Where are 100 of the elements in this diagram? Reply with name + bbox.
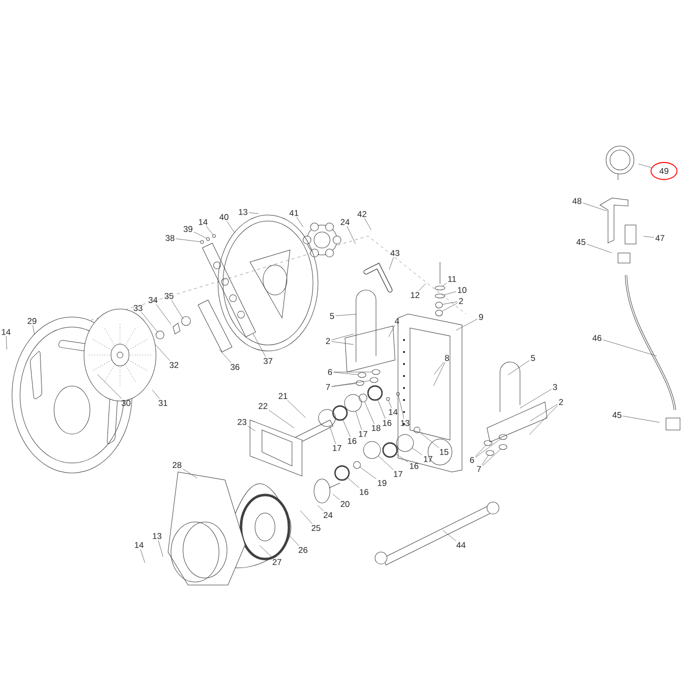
callout-number: 45 [612,412,622,418]
callout-number: 34 [148,297,158,303]
callout-number: 5 [531,355,536,361]
leader-line [158,540,164,557]
leader-line [444,291,456,295]
bolt [206,237,210,241]
leader-line [141,312,158,332]
callout-number: 14 [134,542,144,548]
callout-number: 13 [400,420,410,426]
callout-number: 17 [424,456,432,462]
circled-callout-number: 49 [650,162,678,180]
leader-line [388,400,392,408]
wheel [218,214,318,352]
callout-number: 28 [172,462,182,468]
leader-line [226,221,234,233]
callout-number: 43 [390,250,400,256]
washer [356,380,364,386]
leader-line [206,226,214,235]
bearing [334,465,350,481]
leader-line [475,438,500,458]
nut [435,310,443,316]
callout-number: 24 [340,219,350,225]
leader-line [287,400,306,418]
callout-number: 42 [357,211,366,217]
leader-line [364,218,372,230]
leader-line [442,282,447,286]
callout-number: 39 [184,226,192,232]
callout-number: 7 [326,384,330,390]
callout-number: 13 [152,533,162,539]
snap-ring [344,394,362,412]
washer [498,434,508,440]
washer [498,444,508,450]
leader-line [300,510,312,524]
washer [370,377,378,383]
leader-line [259,545,273,558]
leader-line [582,202,607,212]
leader-line [529,405,558,435]
leader-line [396,454,408,462]
callout-number: 32 [170,362,178,368]
leader-line [442,301,458,305]
leader-line [378,456,394,470]
callout-number: 29 [28,318,36,324]
plate [202,242,256,338]
leader-line [331,341,354,345]
callout-number: 44 [456,542,466,548]
leader-line [622,416,660,423]
leader-line [398,396,404,419]
leader-line [330,426,336,444]
leader-line [638,164,652,168]
leader-line [508,360,530,376]
leader-line [140,548,146,563]
callout-number: 30 [122,400,130,406]
callout-number: 5 [330,313,334,319]
leader-line [171,300,184,320]
leader-line [219,349,232,363]
leader-line [433,362,446,386]
callout-number: 12 [410,292,420,298]
leader-line [176,238,200,242]
leader-line [317,505,324,512]
callout-number: 17 [358,431,368,437]
bearing [332,405,348,421]
washer [372,369,380,375]
leader-line [346,226,356,244]
spacer [353,461,361,469]
leader-line [412,448,422,456]
callout-number: 7 [477,466,481,472]
callout-number: 25 [312,525,320,531]
callout-number: 9 [479,314,483,320]
callout-number: 2 [559,399,563,405]
leader-line [602,340,657,356]
callout-number: 14 [198,219,208,225]
leader-line [482,455,488,466]
leader-line [434,362,444,374]
nut [435,302,443,308]
callout-number: 6 [328,369,332,375]
leader-line [97,374,122,399]
leader-line [364,402,374,424]
washer [486,450,494,456]
callout-number: 16 [360,489,368,495]
callout-number: 2 [326,338,330,344]
washer [358,372,366,378]
callout-number: 13 [238,209,248,215]
o-ring [414,426,420,434]
callout-number: 45 [576,239,586,245]
leader-line [475,445,486,456]
callout-number: 22 [258,403,268,409]
callout-number: 14 [2,329,10,335]
callout-number: 24 [324,512,332,518]
callout-number: 11 [448,276,456,282]
leader-line [643,236,654,238]
bolt [396,392,400,396]
callout-number: 35 [164,293,174,299]
callout-number: 10 [458,287,466,293]
callout-number: 15 [440,449,448,455]
leader-line [530,404,558,422]
callout-number: 48 [572,198,582,204]
washer [434,286,446,290]
leader-line [335,314,357,316]
callout-number: 26 [298,547,308,553]
leader-line [289,535,300,546]
